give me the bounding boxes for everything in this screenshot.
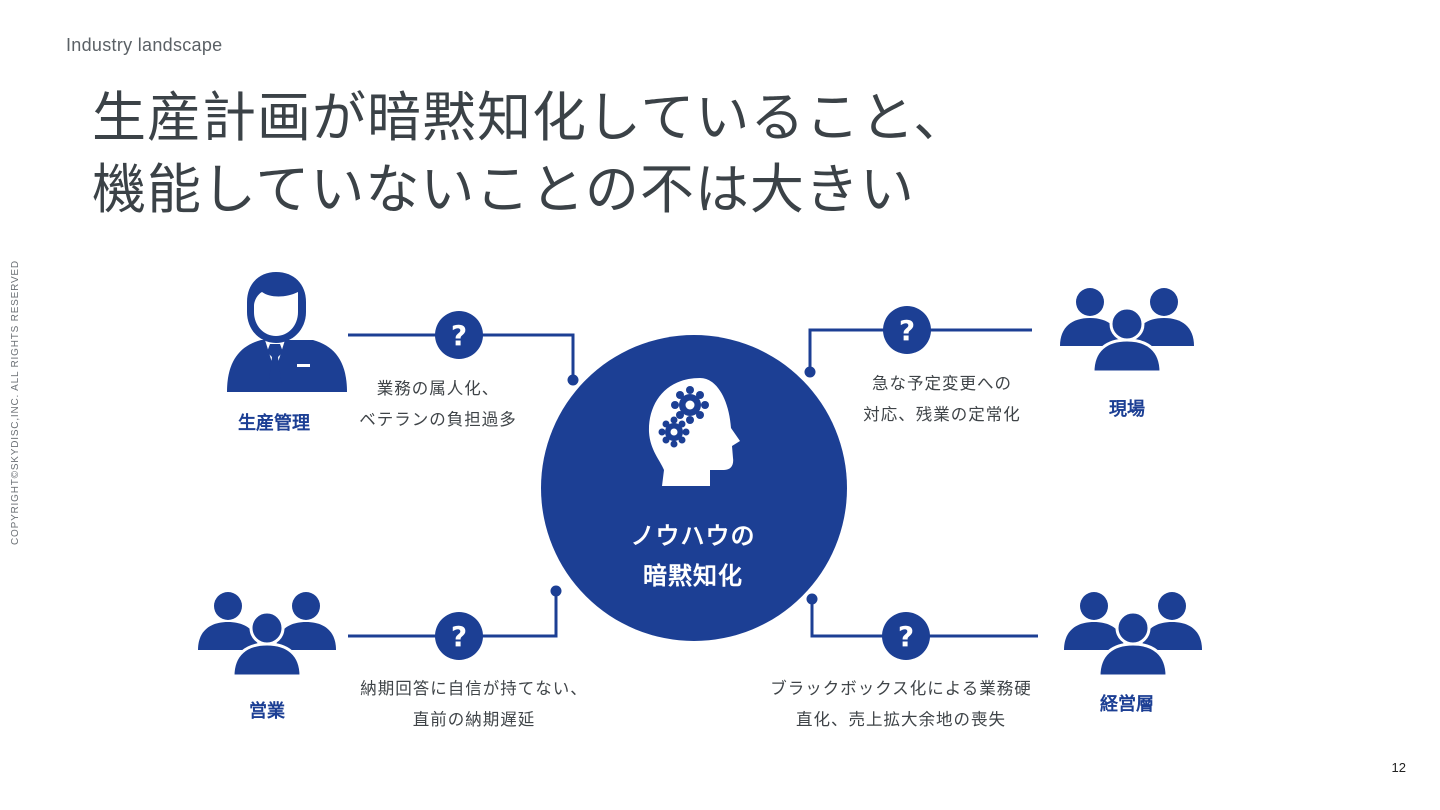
page-title: 生産計画が暗黙知化していること、 機能していないことの不は大きい — [92, 82, 968, 226]
description-keieiso: ブラックボックス化による業務硬 直化、売上拡大余地の喪失 — [746, 673, 1056, 735]
question-mark-bottom-right: ? — [898, 620, 914, 653]
role-label-genba: 現場 — [1109, 399, 1145, 420]
role-label-seisan-kanri: 生産管理 — [238, 413, 310, 434]
description-line: 急な予定変更への — [872, 374, 1012, 393]
connector-dot-top-left — [567, 374, 579, 386]
description-genba: 急な予定変更への 対応、残業の定常化 — [832, 368, 1052, 430]
question-circle-bottom-left — [435, 612, 483, 660]
description-line: 直化、売上拡大余地の喪失 — [796, 710, 1006, 729]
center-label-line-1: ノウハウの — [630, 522, 756, 550]
description-line: 直前の納期遅延 — [412, 710, 536, 729]
group-icon-eigyo — [198, 592, 336, 678]
question-circles — [435, 306, 931, 660]
question-circle-top-right — [883, 306, 931, 354]
connector-lines — [348, 328, 1038, 638]
connector-bottom-left — [348, 591, 558, 638]
question-mark-top-left: ? — [451, 319, 467, 352]
group-icon-keieiso — [1064, 592, 1202, 678]
center-label-line-2: 暗黙知化 — [643, 562, 743, 590]
connector-top-right — [808, 328, 1032, 372]
description-seisan-kanri: 業務の属人化、 ベテランの負担過多 — [338, 373, 538, 435]
description-line: 業務の属人化、 — [376, 379, 500, 398]
role-label-eigyo: 営業 — [249, 701, 285, 722]
head-gears-icon — [648, 378, 740, 486]
title-line-2: 機能していないことの不は大きい — [92, 158, 915, 221]
section-label: Industry landscape — [66, 35, 223, 55]
center-circle — [541, 335, 847, 641]
connector-dot-bottom-left — [550, 585, 562, 597]
role-label-keieiso: 経営層 — [1100, 694, 1154, 715]
connector-dot-top-right — [804, 366, 816, 378]
businessman-icon — [227, 272, 347, 392]
description-eigyo: 納期回答に自信が持てない、 直前の納期遅延 — [336, 673, 612, 735]
question-circle-top-left — [435, 311, 483, 359]
connector-dots — [550, 366, 818, 605]
description-line: ブラックボックス化による業務硬 — [770, 679, 1032, 698]
connector-top-left — [348, 333, 575, 380]
title-line-1: 生産計画が暗黙知化していること、 — [92, 86, 969, 149]
connector-bottom-right — [810, 599, 1038, 638]
group-icon-genba — [1060, 288, 1194, 374]
question-mark-bottom-left: ? — [451, 620, 467, 653]
page-number: 12 — [1391, 760, 1406, 775]
description-line: 納期回答に自信が持てない、 — [360, 679, 588, 698]
description-line: 対応、残業の定常化 — [863, 405, 1021, 424]
connector-dot-bottom-right — [806, 593, 818, 605]
question-circle-bottom-right — [882, 612, 930, 660]
description-line: ベテランの負担過多 — [359, 410, 517, 429]
question-mark-top-right: ? — [899, 314, 915, 347]
